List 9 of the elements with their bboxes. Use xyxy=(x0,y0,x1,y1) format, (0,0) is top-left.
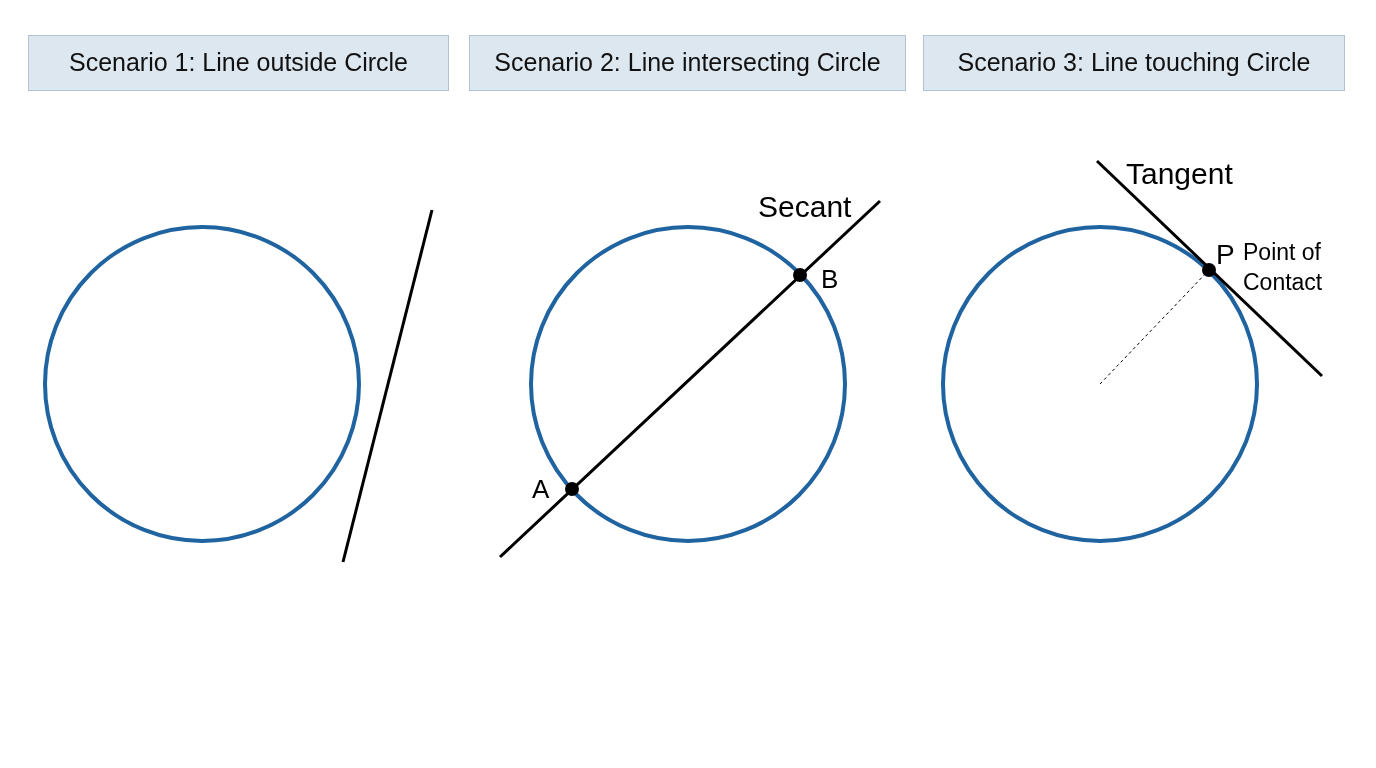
scenario-heading: Scenario 2: Line intersecting Circle xyxy=(469,35,906,91)
diagram-label: A xyxy=(532,473,550,506)
diagram-label: Secant xyxy=(758,189,852,225)
scenario-heading: Scenario 1: Line outside Circle xyxy=(28,35,449,91)
diagram-label: Tangent xyxy=(1126,156,1233,192)
diagram-label: P xyxy=(1216,238,1235,272)
diagram-label: B xyxy=(821,263,839,296)
scenario-heading: Scenario 3: Line touching Circle xyxy=(923,35,1345,91)
diagram-label: Point of Contact xyxy=(1243,238,1324,297)
